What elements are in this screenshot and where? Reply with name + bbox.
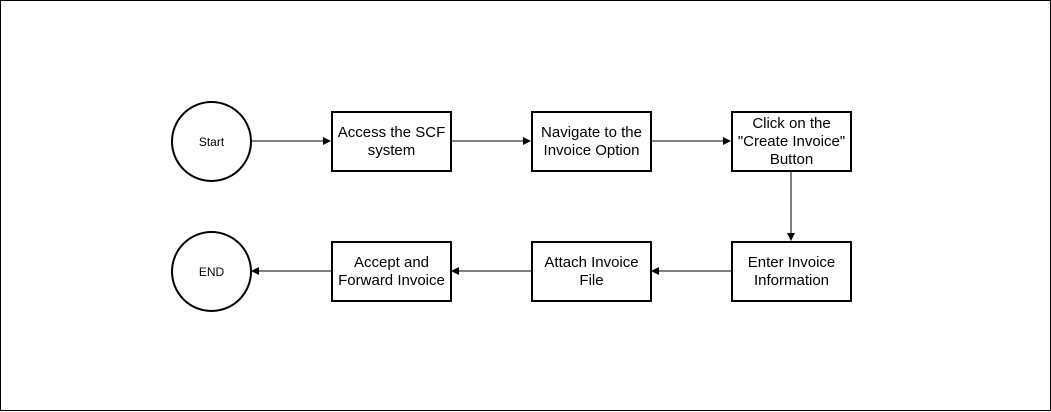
step-accept-forward-invoice: Accept and Forward Invoice [331, 241, 452, 302]
end-node: END [171, 231, 252, 312]
step-access-scf-system: Access the SCF system [331, 111, 452, 172]
step-attach-invoice-file: Attach Invoice File [531, 241, 652, 302]
step-enter-invoice-information: Enter Invoice Information [731, 241, 852, 302]
start-node: Start [171, 101, 252, 182]
step-navigate-invoice-option: Navigate to the Invoice Option [531, 111, 652, 172]
step-click-create-invoice: Click on the "Create Invoice" Button [731, 111, 852, 172]
